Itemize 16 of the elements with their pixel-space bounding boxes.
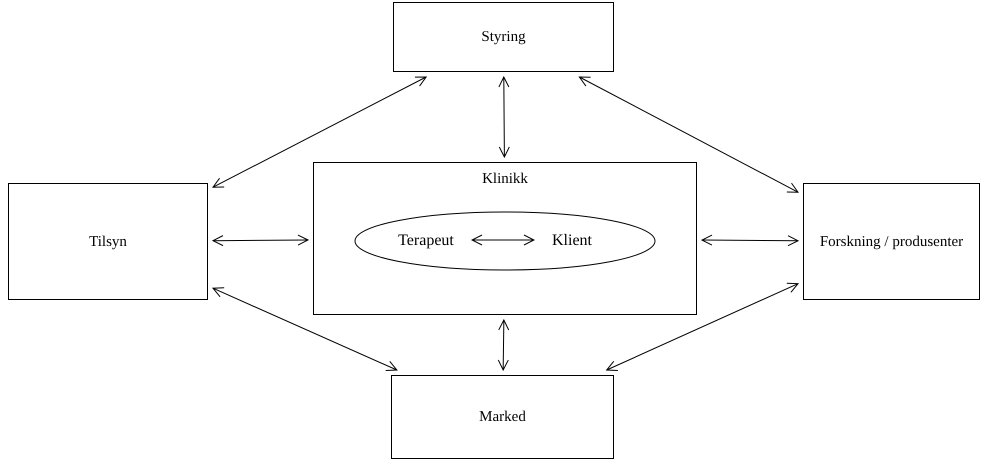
double-arrow — [606, 282, 798, 371]
double-arrow — [212, 234, 308, 246]
double-arrow — [578, 76, 798, 193]
node-label: Terapeut — [384, 229, 468, 253]
process-box: Tilsyn — [8, 183, 208, 300]
double-arrow — [212, 287, 398, 371]
double-arrow — [212, 76, 427, 188]
process-box: Marked — [391, 375, 614, 459]
node-label: Klient — [540, 229, 604, 253]
double-arrow — [498, 320, 510, 370]
process-box: Styring — [393, 2, 614, 72]
double-arrow — [498, 76, 510, 158]
double-arrow — [472, 234, 534, 246]
process-box: Klinikk Terapeut Klient — [313, 162, 697, 315]
double-arrow — [702, 234, 798, 246]
process-box: Forskning / produsenter — [803, 183, 980, 300]
